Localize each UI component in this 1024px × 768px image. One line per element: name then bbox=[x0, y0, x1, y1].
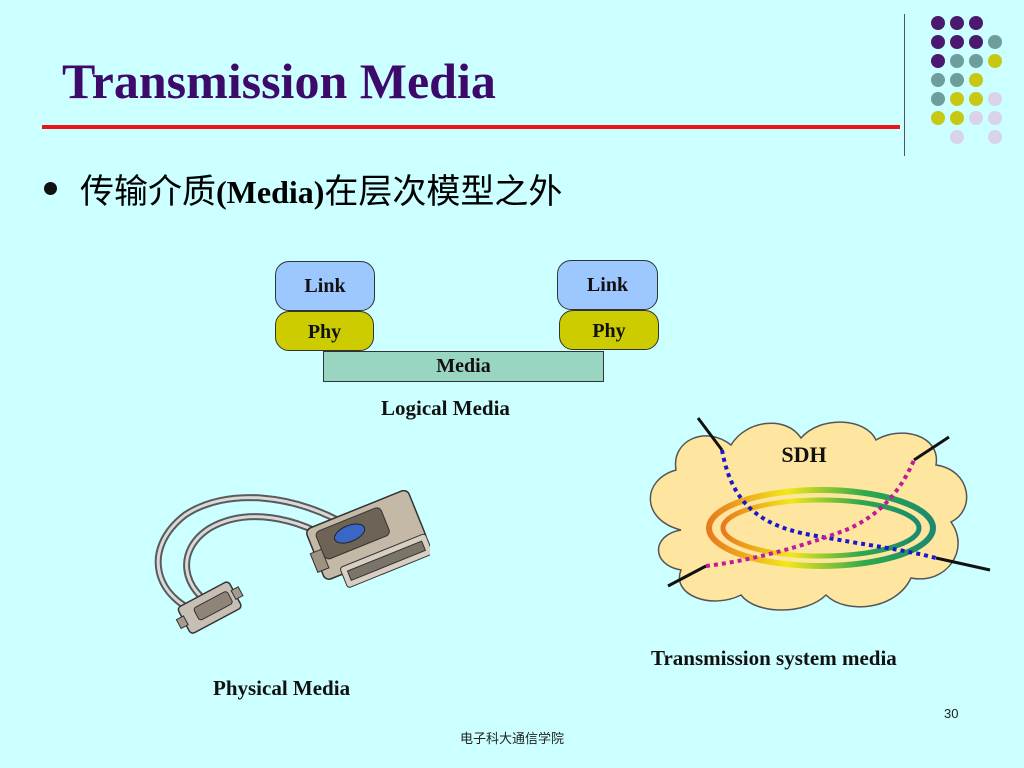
decor-dot bbox=[969, 35, 983, 49]
decor-dot bbox=[988, 92, 1002, 106]
media-bar: Media bbox=[323, 351, 604, 382]
decor-dot bbox=[950, 73, 964, 87]
decor-dot bbox=[931, 16, 945, 30]
footer-institution: 电子科大通信学院 bbox=[459, 732, 564, 747]
right-phy-box: Phy bbox=[559, 310, 659, 350]
slide-title: Transmission Media bbox=[62, 53, 496, 109]
decor-dot bbox=[931, 35, 945, 49]
sdh-cloud-illustration: SDH bbox=[649, 417, 991, 611]
decor-dot bbox=[969, 111, 983, 125]
decor-dot bbox=[988, 54, 1002, 68]
decor-dot bbox=[931, 92, 945, 106]
parallel-cable-illustration bbox=[154, 490, 430, 634]
decor-dot bbox=[950, 16, 964, 30]
physical-media-caption: Physical Media bbox=[213, 676, 351, 700]
bullet-text: 传输介质(Media)在层次模型之外 bbox=[80, 164, 562, 213]
bullet-text-english: (Media) bbox=[216, 174, 325, 210]
decor-dot bbox=[969, 16, 983, 30]
decor-dot bbox=[950, 111, 964, 125]
decor-dot bbox=[969, 73, 983, 87]
left-link-box: Link bbox=[275, 261, 375, 311]
decor-dot bbox=[950, 130, 964, 144]
title-underline bbox=[42, 125, 900, 129]
decor-dot bbox=[931, 111, 945, 125]
logical-media-caption: Logical Media bbox=[381, 396, 510, 420]
decor-dot-grid bbox=[931, 16, 1002, 144]
decor-dot bbox=[950, 35, 964, 49]
decor-dot bbox=[988, 35, 1002, 49]
decor-dot bbox=[969, 92, 983, 106]
bullet-text-suffix: 在层次模型之外 bbox=[324, 172, 563, 212]
decor-dot bbox=[931, 54, 945, 68]
right-link-box: Link bbox=[557, 260, 658, 310]
decor-dot bbox=[969, 54, 983, 68]
bullet-dot bbox=[44, 182, 57, 195]
transmission-system-caption: Transmission system media bbox=[651, 646, 897, 670]
decor-dot bbox=[950, 92, 964, 106]
sdh-label: SDH bbox=[781, 442, 826, 467]
decor-dot bbox=[988, 130, 1002, 144]
bullet-text-prefix: 传输介质 bbox=[80, 172, 216, 212]
decor-vertical-rule bbox=[904, 14, 905, 156]
decor-dot bbox=[931, 73, 945, 87]
left-phy-box: Phy bbox=[275, 311, 374, 351]
page-number: 30 bbox=[944, 706, 959, 721]
decor-dot bbox=[950, 54, 964, 68]
decor-dot bbox=[988, 111, 1002, 125]
